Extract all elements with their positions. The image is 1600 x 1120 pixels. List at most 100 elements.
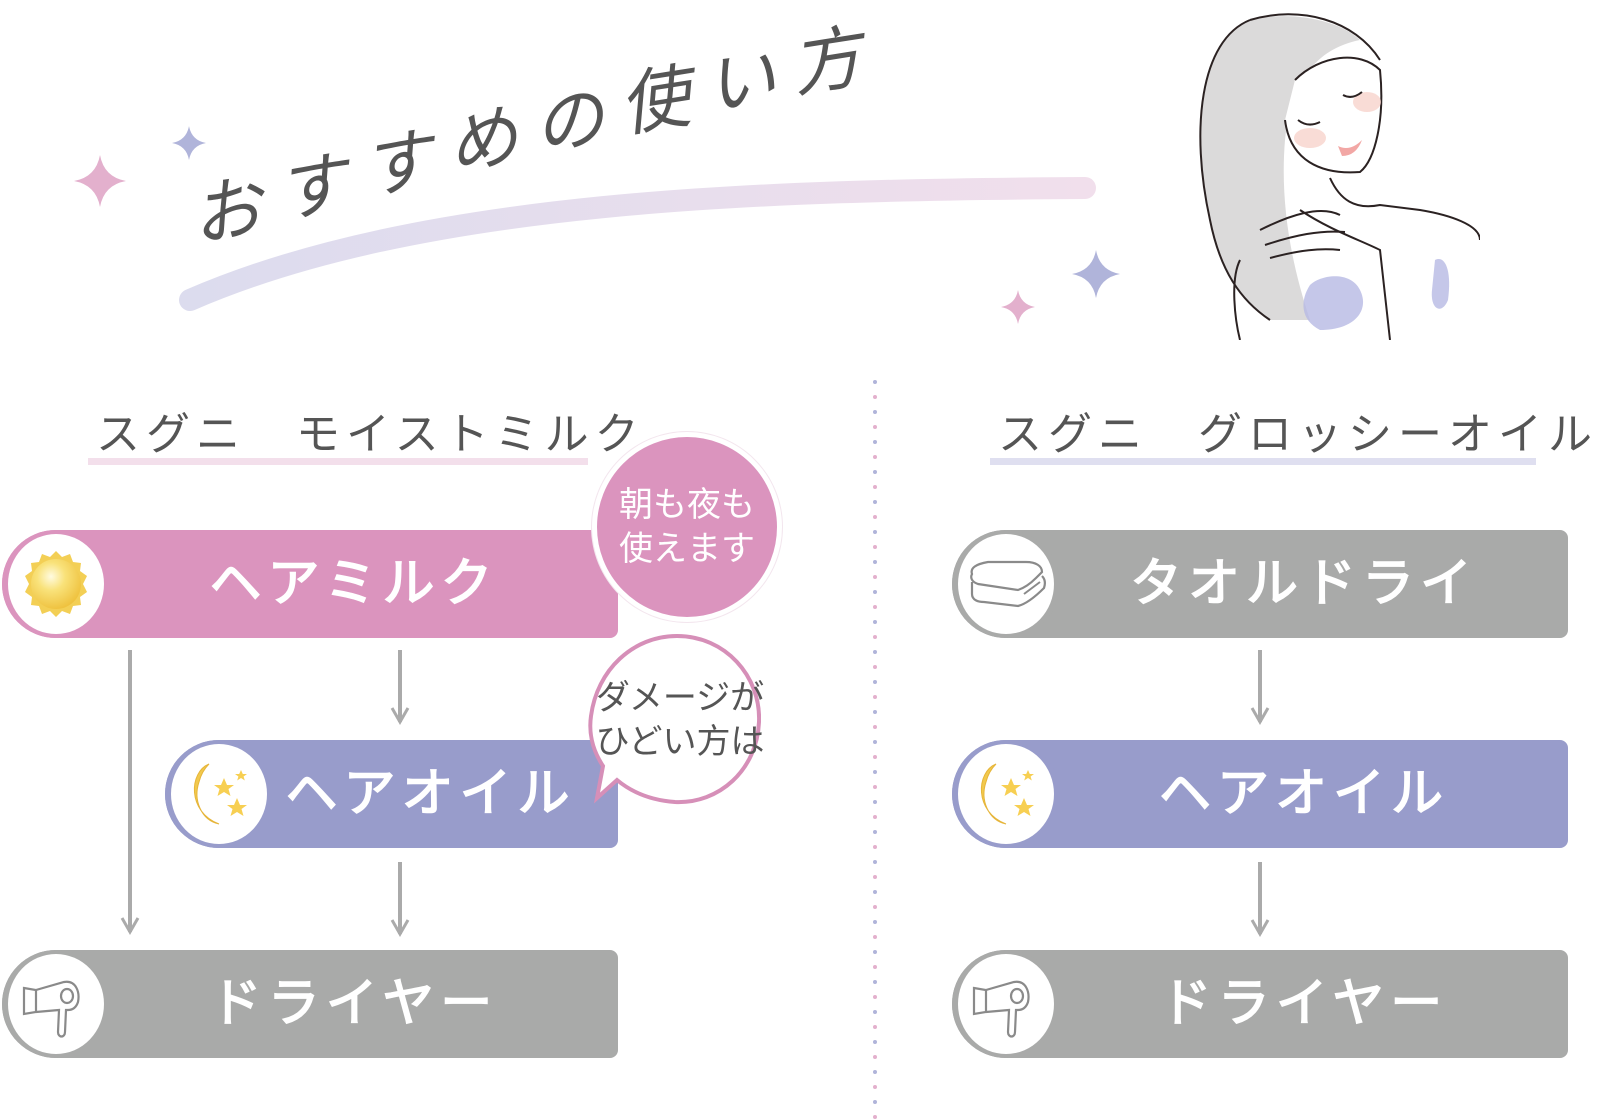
- title-char: 方: [785, 13, 886, 108]
- divider-dot: [873, 950, 877, 954]
- divider-dot: [873, 785, 877, 789]
- badge-line: 使えます: [619, 529, 755, 569]
- badge-morning-and-night: 朝も夜も 使えます: [592, 432, 782, 622]
- divider-dot: [873, 905, 877, 909]
- sparkle-icon: [74, 155, 126, 207]
- step-icon-badge: [952, 740, 1060, 848]
- step-icon-badge: [952, 530, 1060, 638]
- divider-dot: [873, 965, 877, 969]
- divider-dot: [873, 380, 877, 384]
- divider-dot: [873, 635, 877, 639]
- step-towel-dry: タオルドライ: [952, 530, 1568, 638]
- divider-dot: [873, 410, 877, 414]
- moon-stars-icon: [194, 763, 247, 825]
- title-char: の: [527, 73, 628, 168]
- divider-dot: [873, 620, 877, 624]
- divider-dot: [873, 770, 877, 774]
- damage-note-text: ダメージが ひどい方は: [590, 676, 770, 764]
- title-char: す: [270, 139, 371, 234]
- divider-dot: [873, 500, 877, 504]
- divider-dot: [873, 1085, 877, 1089]
- step-icon-badge: [2, 950, 110, 1058]
- divider-dot: [873, 815, 877, 819]
- divider-dot: [873, 455, 877, 459]
- sparkle-icon: [172, 126, 206, 160]
- step-hair-oil: ヘアオイル: [952, 740, 1568, 848]
- title-brush-stroke: [179, 177, 1096, 311]
- note-line: ダメージが: [595, 678, 765, 718]
- divider-dot: [873, 830, 877, 834]
- note-line: ひどい方は: [595, 722, 765, 762]
- step-label: ドライヤー: [1159, 974, 1449, 1034]
- arrow-down-oil-to-dryer: [1250, 862, 1270, 938]
- divider-dot: [873, 740, 877, 744]
- divider-dot: [873, 545, 877, 549]
- divider-dot: [873, 755, 877, 759]
- step-label: ヘアオイル: [1158, 764, 1449, 824]
- hair-dryer-icon: [972, 980, 1030, 1038]
- divider-dot: [873, 695, 877, 699]
- moon-stars-icon: [981, 763, 1034, 825]
- divider-dot: [873, 845, 877, 849]
- divider-dot: [873, 395, 877, 399]
- step-icon-badge: [2, 530, 110, 638]
- product-title-underline: [990, 458, 1536, 465]
- step-hair-oil: ヘアオイル: [165, 740, 618, 848]
- divider-dot: [873, 485, 877, 489]
- badge-line: 朝も夜も: [619, 485, 755, 525]
- step-label: タオルドライ: [1129, 554, 1478, 614]
- step-icon-badge: [952, 950, 1060, 1058]
- step-label: ドライヤー: [209, 974, 499, 1034]
- hair-dryer-icon: [22, 980, 80, 1038]
- product-title-underline: [88, 458, 588, 465]
- column-divider: [873, 380, 877, 1119]
- title-char: め: [441, 91, 542, 187]
- divider-dot: [873, 515, 877, 519]
- arrow-down-milk-to-dryer: [120, 650, 140, 936]
- woman-illustration: [1199, 13, 1480, 340]
- divider-dot: [873, 920, 877, 924]
- divider-dot: [873, 650, 877, 654]
- divider-dot: [873, 860, 877, 864]
- sparkle-icon: [1072, 250, 1120, 298]
- divider-dot: [873, 1100, 877, 1104]
- step-icon-badge: [165, 740, 273, 848]
- divider-dot: [873, 1025, 877, 1029]
- step-label: ヘアミルク: [209, 554, 499, 614]
- product-title-glossy-oil: スグニ グロッシーオイル: [998, 409, 1598, 460]
- divider-dot: [873, 440, 877, 444]
- arrow-down-oil-to-dryer: [390, 862, 410, 938]
- divider-dot: [873, 560, 877, 564]
- divider-dot: [873, 1070, 877, 1074]
- divider-dot: [873, 530, 877, 534]
- title-char: 使: [613, 52, 714, 148]
- divider-dot: [873, 1010, 877, 1014]
- step-hair-dryer: ドライヤー: [2, 950, 618, 1058]
- towel-icon: [970, 560, 1046, 608]
- divider-dot: [873, 710, 877, 714]
- speech-bubble-damage-note: [588, 633, 761, 805]
- divider-dot: [873, 575, 877, 579]
- product-title-moist-milk: スグニ モイストミルク: [96, 409, 645, 460]
- divider-dot: [873, 800, 877, 804]
- divider-dot: [873, 1040, 877, 1044]
- step-hair-milk: ヘアミルク: [2, 530, 618, 638]
- title-char: お: [185, 162, 286, 258]
- divider-dot: [873, 590, 877, 594]
- divider-dot: [873, 665, 877, 669]
- arrow-down-towel-to-oil: [1250, 650, 1270, 726]
- divider-dot: [873, 425, 877, 429]
- divider-dot: [873, 875, 877, 879]
- divider-dot: [873, 980, 877, 984]
- divider-dot: [873, 995, 877, 999]
- divider-dot: [873, 890, 877, 894]
- title-char: い: [699, 32, 800, 128]
- arrow-down-milk-to-oil: [390, 650, 410, 726]
- step-hair-dryer: ドライヤー: [952, 950, 1568, 1058]
- divider-dot: [873, 1115, 877, 1119]
- divider-dot: [873, 935, 877, 939]
- divider-dot: [873, 605, 877, 609]
- divider-dot: [873, 1055, 877, 1059]
- title-char: す: [356, 115, 456, 211]
- divider-dot: [873, 470, 877, 474]
